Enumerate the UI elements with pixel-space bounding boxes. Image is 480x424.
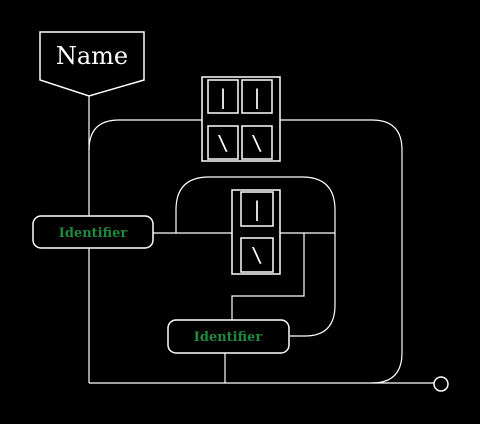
- top-glyph-2: |: [251, 85, 263, 109]
- top-cell-3: [207, 125, 239, 160]
- middle-glyph-2: \: [251, 243, 263, 267]
- diagram-lines: [88, 96, 434, 384]
- middle-cell-2: [240, 237, 274, 273]
- identifier-bottom-label: Identifier: [194, 330, 263, 345]
- identifier-left-label: Identifier: [59, 226, 128, 241]
- top-cell-1: [207, 79, 239, 114]
- end-terminal-circle: [433, 376, 449, 392]
- top-glyph-3: \: [217, 131, 229, 155]
- identifier-bottom-node: Identifier: [167, 319, 290, 354]
- name-label: Name: [56, 42, 128, 70]
- identifier-bottom-box: [167, 319, 290, 354]
- name-node: Name: [39, 31, 145, 97]
- name-shape: [39, 31, 145, 97]
- middle-stack: | \: [231, 189, 281, 275]
- top-glyph-1: |: [217, 85, 229, 109]
- top-stack: | | \ \: [201, 76, 281, 162]
- identifier-left-node: Identifier: [32, 215, 154, 249]
- identifier-left-box: [32, 215, 154, 249]
- middle-glyph-1: |: [251, 197, 263, 221]
- top-cell-2: [241, 79, 273, 114]
- top-cell-4: [241, 125, 273, 160]
- middle-cell-1: [240, 191, 274, 227]
- top-glyph-4: \: [251, 131, 263, 155]
